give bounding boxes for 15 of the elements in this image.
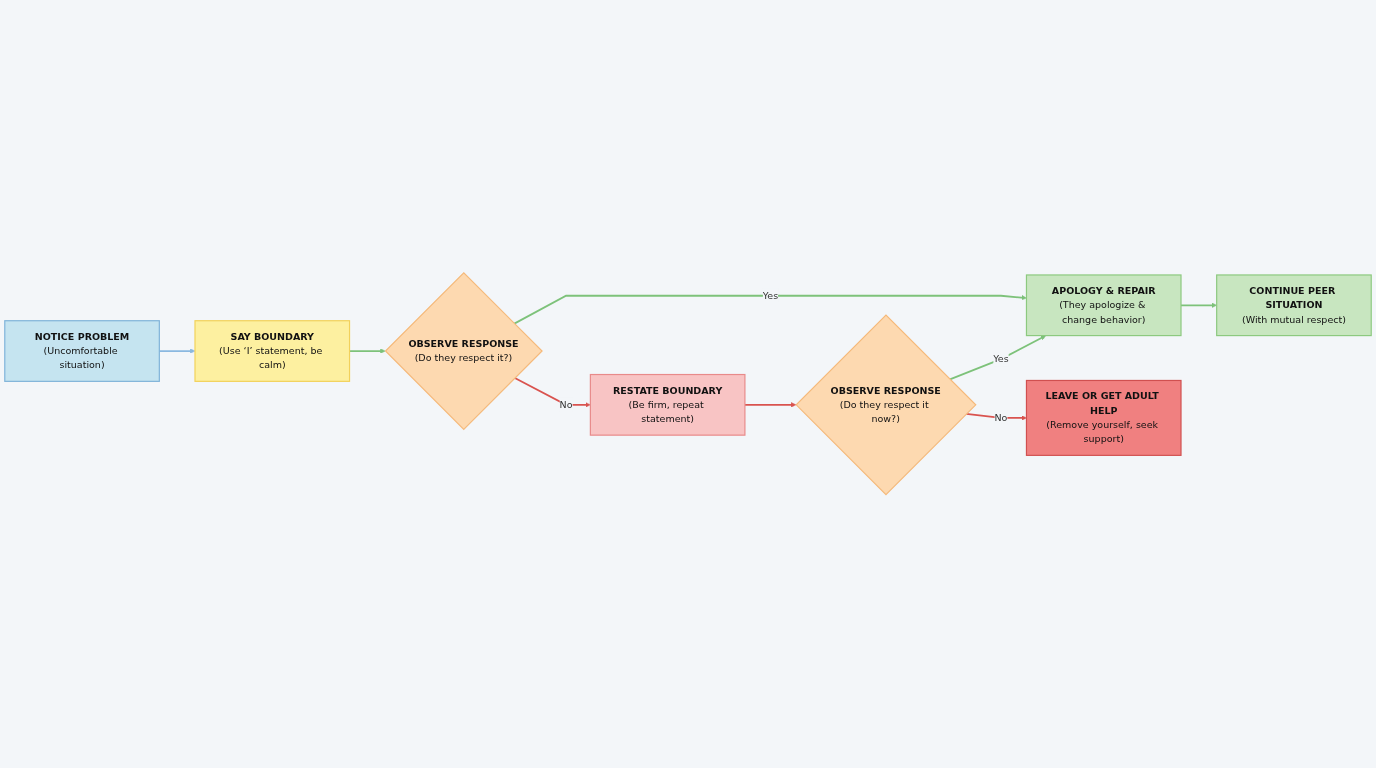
node-box: LEAVE OR GET ADULT HELP (Remove yourself, seek support) [1025, 380, 1182, 457]
node-diamond: OBSERVE RESPONSE (Do they respect it?) [384, 272, 543, 431]
edge-label: Yes [993, 353, 1009, 365]
arrow [949, 335, 1047, 381]
edge-label: No [994, 412, 1008, 424]
arrow [744, 402, 797, 408]
node-box: RESTATE BOUNDARY (Be firm, repeat statement) [589, 374, 746, 437]
node-box: APOLOGY & REPAIR (They apologize & change behavior) [1025, 274, 1182, 337]
node-box: NOTICE PROBLEM (Uncomfortable situation) [4, 320, 160, 383]
node-diamond: OBSERVE RESPONSE (Do they respect it now?) [795, 314, 977, 496]
node-box: CONTINUE PEER SITUATION (With mutual respect) [1216, 274, 1372, 337]
arrow [513, 295, 1027, 325]
edge-label: Yes [762, 290, 779, 302]
edge-label: No [559, 399, 573, 411]
node-box: SAY BOUNDARY (Use ‘I’ statement, be calm) [194, 320, 351, 383]
